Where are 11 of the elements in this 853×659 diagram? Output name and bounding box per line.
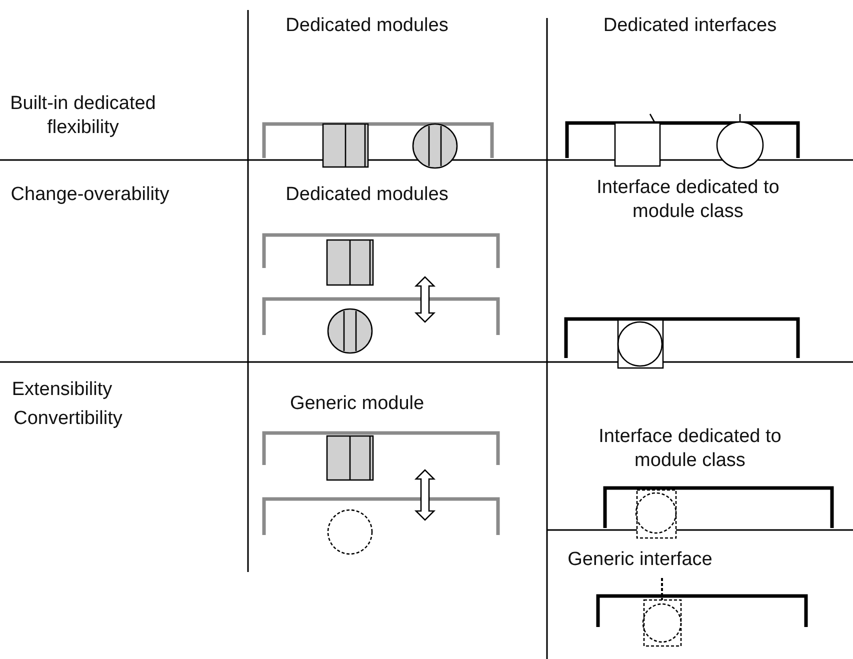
cell-heading: Dedicated modules	[284, 183, 450, 207]
cell-heading: Dedicated interfaces	[602, 14, 778, 38]
row-heading: Convertibility	[12, 407, 124, 431]
cell-heading: Generic interface	[566, 548, 714, 572]
cell-heading: Dedicated modules	[284, 14, 450, 38]
cell-heading: Generic module	[288, 392, 426, 416]
cell-heading: Interface dedicated to module class	[598, 425, 782, 473]
row-heading: Extensibility	[10, 378, 114, 402]
row-heading: Built-in dedicated flexibility	[9, 92, 157, 140]
row-heading: Change-overability	[10, 183, 170, 207]
cell-heading: Interface dedicated to module class	[596, 176, 780, 224]
